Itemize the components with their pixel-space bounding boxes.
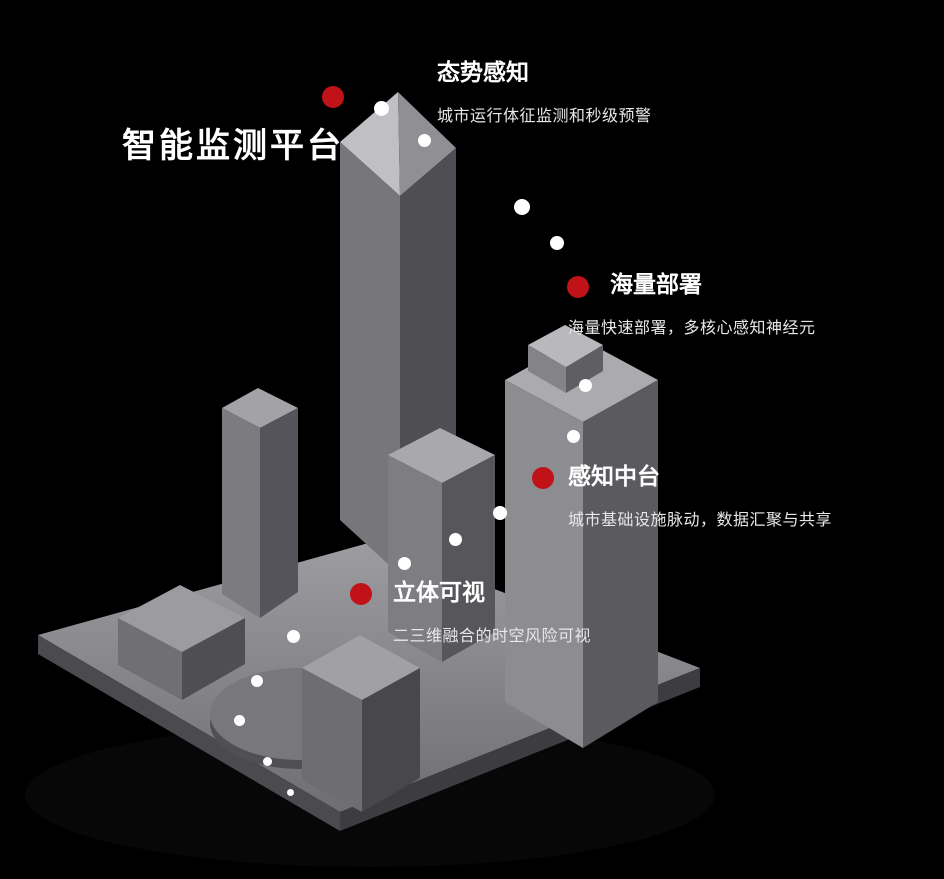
trail-dot [263,757,272,766]
callout-perception-middle-platform: 感知中台 城市基础设施脉动，数据汇聚与共享 [568,463,833,530]
building-front-block [302,635,420,812]
trail-dot [579,379,592,392]
red-marker-dot [322,86,344,108]
trail-dot [493,506,507,520]
red-marker-dot [532,467,554,489]
trail-dot [550,236,564,250]
callout-subtitle: 城市运行体征监测和秒级预警 [437,108,652,126]
callout-title: 海量部署 [610,271,702,297]
callout-title: 立体可视 [393,579,485,605]
trail-dot [287,630,300,643]
page-title: 智能监测平台 [122,127,344,165]
trail-dot [251,675,263,687]
building-left-low-block [118,585,245,700]
trail-dot [449,533,462,546]
callout-situational-awareness: 态势感知 城市运行体征监测和秒级预警 [437,59,652,126]
building-mid-tower [388,428,495,662]
trail-dot [287,789,294,796]
callout-subtitle: 城市基础设施脉动，数据汇聚与共享 [568,512,833,530]
trail-dot [514,199,530,215]
callout-mass-deployment: 海量部署 海量快速部署，多核心感知神经元 [568,271,816,338]
callout-title: 态势感知 [437,59,529,85]
building-left-tower [222,388,298,618]
trail-dot [234,715,245,726]
callout-subtitle: 海量快速部署，多核心感知神经元 [568,320,816,338]
red-marker-dot [350,583,372,605]
red-marker-dot [567,276,589,298]
trail-dot [567,430,580,443]
trail-dot [374,101,389,116]
trail-dot [418,134,431,147]
callout-title: 感知中台 [568,463,660,489]
callout-stereoscopic-visualization: 立体可视 二三维融合的时空风险可视 [393,579,592,646]
trail-dot [398,557,411,570]
callout-subtitle: 二三维融合的时空风险可视 [393,628,592,646]
